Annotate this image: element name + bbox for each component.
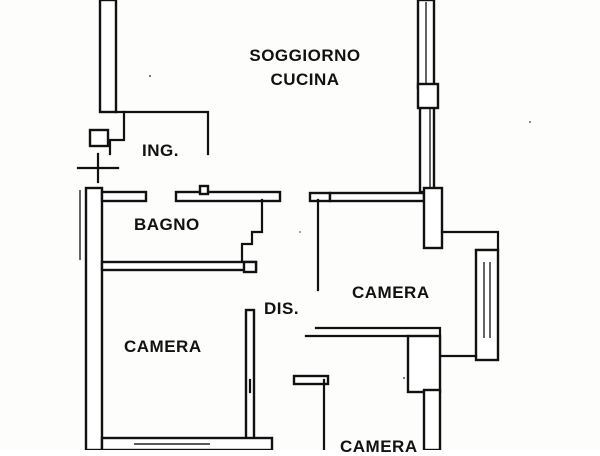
room-label-hallway: DIS.	[264, 299, 300, 318]
wall-bedroom-right-bottom	[314, 326, 478, 358]
speck	[148, 74, 152, 78]
room-label-entrance: ING.	[142, 141, 179, 160]
wall-bath-top-right	[174, 190, 282, 203]
wall-bath-bottom	[100, 260, 258, 272]
room-label-bedroom-right: CAMERA	[352, 283, 430, 302]
wall-living-left	[98, 0, 118, 114]
room-label-bedroom-left: CAMERA	[124, 337, 202, 356]
wall-left-exterior	[84, 186, 104, 450]
wall-bedroom-right-top	[328, 191, 426, 203]
wall-bath-jamb	[198, 184, 210, 196]
room-label-bathroom: BAGNO	[134, 215, 200, 234]
wall-bedroom-bottom-corner	[406, 334, 442, 394]
wall-bedroom-left-right	[244, 308, 256, 444]
room-label-bedroom-bottom: CAMERA	[340, 437, 418, 456]
wall-bedroom-right-bay	[440, 230, 500, 252]
wall-bath-top-left	[100, 190, 148, 203]
wall-pillar-right-top	[416, 82, 440, 110]
wall-bedroom-right-top-left	[308, 191, 332, 203]
wall-bedroom-bottom-west-top	[292, 374, 330, 386]
wall-bedroom-right-east	[474, 248, 500, 362]
wall-bedroom-bottom-east	[422, 388, 442, 450]
wall-bath-right	[240, 198, 264, 264]
room-label-living-line1: SOGGIORNO	[249, 46, 361, 65]
wall-entrance-jamb	[88, 128, 110, 148]
wall-bedroom-right-corner	[422, 186, 444, 250]
speck	[529, 121, 531, 123]
room-label-living-line2: CUCINA	[270, 70, 340, 89]
wall-entrance-top	[114, 110, 210, 156]
room-label-living: SOGGIORNO CUCINA	[232, 44, 378, 92]
wall-entrance-inner	[108, 110, 126, 156]
speck	[299, 231, 301, 233]
speck	[402, 376, 406, 380]
wall-bath-bottom-end	[242, 260, 258, 274]
